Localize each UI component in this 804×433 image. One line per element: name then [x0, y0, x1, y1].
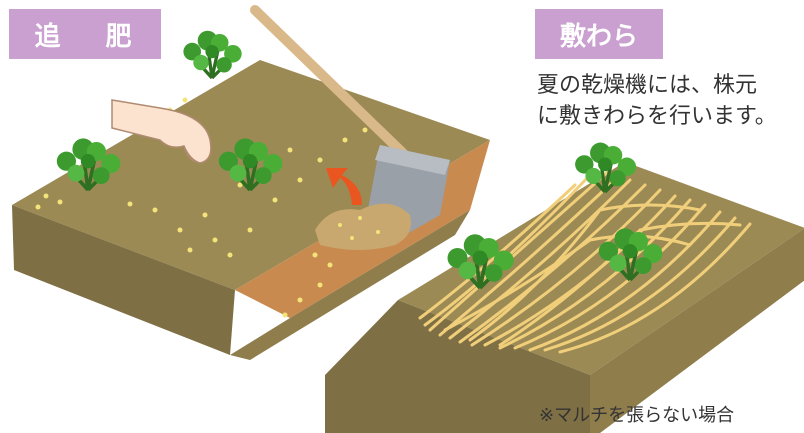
topdressing-label: 追 肥 — [9, 9, 161, 59]
hand-icon — [111, 99, 212, 164]
left-soil-front — [12, 205, 235, 355]
parsley-icon — [181, 29, 244, 80]
footnote: ※マルチを張らない場合 — [539, 405, 735, 426]
straw-mulch-description: 夏の乾燥機には、株元 に敷きわらを行います。 — [537, 73, 777, 129]
soil-mound — [315, 203, 411, 250]
arrow-icon — [326, 168, 362, 205]
right-soil-side — [590, 228, 804, 433]
straw-mulch-label: 敷わら — [535, 9, 663, 59]
left-soil-side — [230, 210, 470, 360]
right-soil-front — [325, 300, 590, 433]
